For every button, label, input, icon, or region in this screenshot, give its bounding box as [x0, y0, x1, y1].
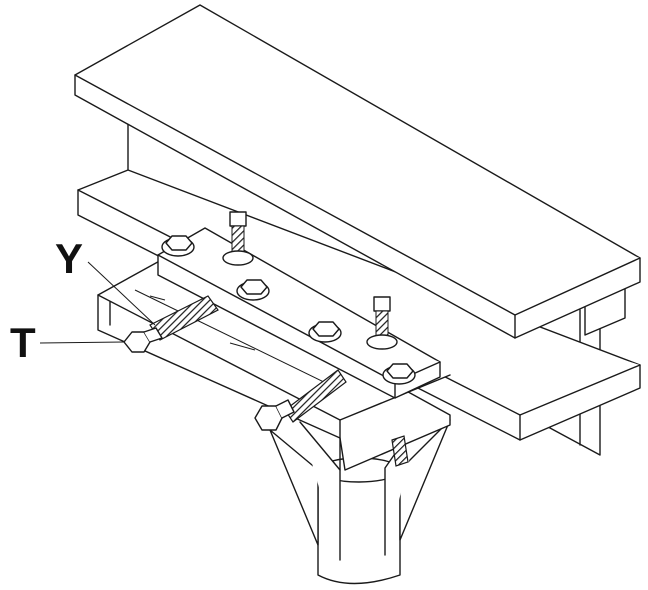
hex-nut [236, 279, 270, 301]
square-bolt [222, 211, 254, 266]
callout-label-y: Y [55, 235, 83, 282]
side-nut [254, 399, 295, 431]
hex-nut [382, 363, 416, 385]
side-nut [123, 327, 163, 353]
i-beam [74, 4, 641, 456]
callout-y: Y [55, 235, 156, 326]
hex-nut [308, 321, 342, 343]
callout-t: T [10, 319, 125, 366]
square-bolt [366, 296, 398, 350]
callout-label-t: T [10, 319, 36, 366]
clamp-plate [157, 227, 441, 399]
hex-nut [161, 235, 195, 257]
